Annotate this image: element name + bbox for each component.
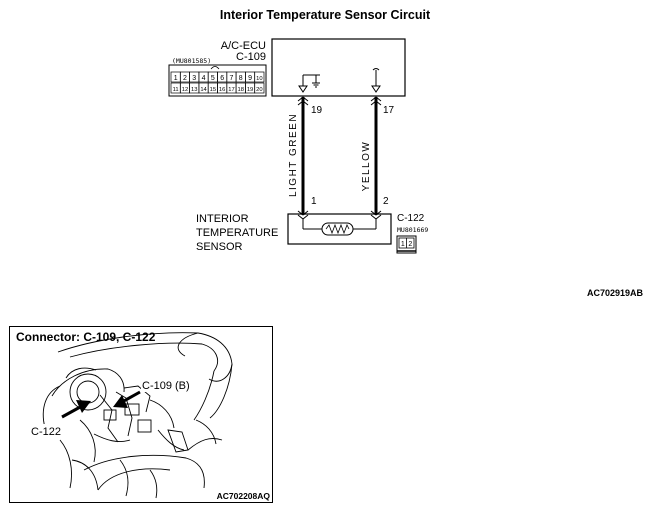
sensor-connector-id: C-122 [397,213,425,224]
location-panel [9,326,273,503]
ecu-connector-pin-label: 2 [183,75,187,82]
wire-light-green [297,96,309,220]
wire-yellow [370,96,382,220]
sensor-box [287,213,392,245]
ecu-connector-pin-label: 4 [202,75,206,82]
ecu-name: A/C-ECU [221,40,266,52]
sensor-connector-pin-2: 2 [408,241,412,248]
ecu-connector-part-number: (MU801585) [172,57,211,65]
location-title: Connector: C-109, C-122 [16,330,156,344]
ground-symbol [298,74,320,93]
sensor-label-line1: INTERIOR [196,213,249,225]
ecu-connector-pin-label: 5 [211,75,215,82]
circuit-title: Interior Temperature Sensor Circuit [220,8,431,22]
ecu-connector-pin-label: 7 [229,75,233,82]
ecu-pin-17: 17 [383,105,395,116]
location-figure-code: AC702208AQ [217,491,271,501]
wire-color-yellow: YELLOW [361,141,372,192]
dashboard-illustration [42,332,233,499]
location-label-c109: C-109 (B) [142,380,190,392]
ecu-connector-pin-label: 10 [256,76,262,82]
arrow-c109 [113,390,141,408]
ecu-connector-id: C-109 [236,51,266,63]
wire-color-light-green: LIGHT GREEN [288,113,299,197]
circuit-figure-code: AC702919AB [587,288,644,298]
ecu-connector-pin-label: 15 [210,87,216,93]
ecu-connector-pin-label: 1 [174,75,178,82]
ecu-connector-pin-label: 11 [173,87,179,93]
ecu-connector-cell [254,82,265,94]
ecu-connector-pin-label: 3 [192,75,196,82]
ecu-connector-pin-label: 20 [256,87,262,93]
sensor-pin-2: 2 [383,196,389,207]
thermistor-symbol [302,219,377,236]
sensor-connector-pin-1: 1 [401,241,405,248]
ecu-connector-pin-label: 13 [191,87,197,93]
ecu-connector-pin-label: 6 [220,75,224,82]
ecu-connector-cell [254,71,265,83]
ecu-box [271,38,406,97]
location-label-c122: C-122 [31,426,61,438]
sensor-label-line3: SENSOR [196,241,243,253]
sensor-connector-part-number: MU801669 [397,226,428,234]
sensor-connector-drawing: 1 2 [396,235,417,254]
ecu-connector-pin-label: 8 [239,75,243,82]
ecu-connector-pin-label: 16 [219,87,225,93]
ecu-connector-pin-label: 17 [228,87,234,93]
sensor-label-line2: TEMPERATURE [196,227,278,239]
ecu-connector-pin-label: 12 [182,87,188,93]
ecu-connector-pin-label: 19 [247,87,253,93]
ecu-connector-pin-label: 18 [238,87,244,93]
arrow-c122 [61,400,91,419]
supply-symbol [371,68,381,93]
ecu-connector-pin-label: 9 [248,75,252,82]
ecu-connector-pin-label: 14 [200,87,207,93]
sensor-pin-1: 1 [311,196,317,207]
ecu-pin-19: 19 [311,105,323,116]
